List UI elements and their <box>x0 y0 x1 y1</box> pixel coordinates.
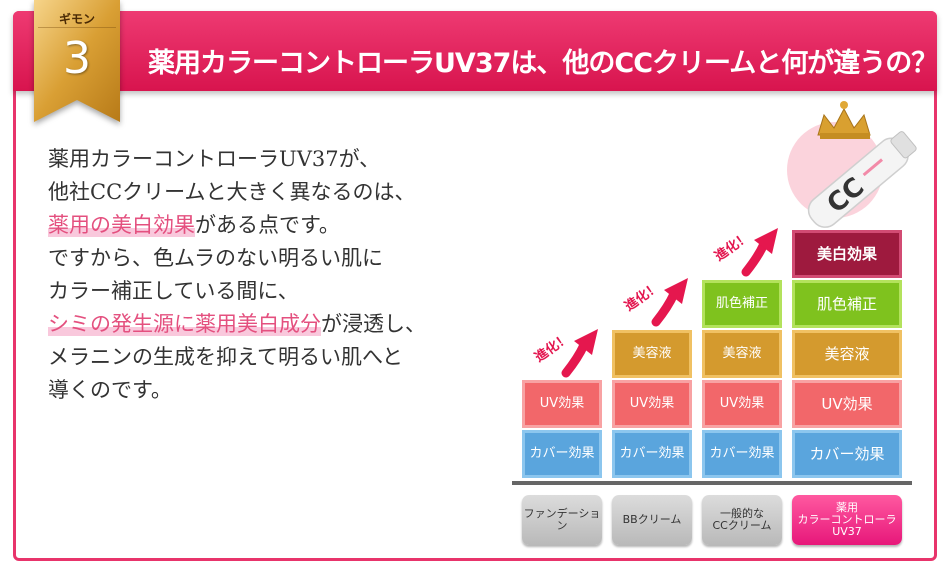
arrow-up-icon <box>651 278 688 327</box>
cover-block: カバー効果 <box>702 430 782 478</box>
skin-block: 肌色補正 <box>792 280 902 328</box>
evolution-arrow: 進化！ <box>528 313 608 383</box>
uv-block: UV効果 <box>522 380 602 428</box>
text-line: ですから、色ムラのない明るい肌に <box>48 246 383 270</box>
label-line: CCクリーム <box>712 519 772 532</box>
cover-block: カバー効果 <box>522 430 602 478</box>
description-text: 薬用カラーコントローラUV37が、 他社CCクリームと大きく異なるのは、 薬用の… <box>48 143 488 407</box>
badge-number: 3 <box>63 33 91 84</box>
label-line: 薬用 <box>836 501 858 514</box>
skin-block: 肌色補正 <box>702 280 782 328</box>
beauty-block: 美容液 <box>702 330 782 378</box>
label-line: カラーコントローラ <box>797 513 897 526</box>
label-foundation: ファンデーション <box>522 495 602 545</box>
arrow-up-icon <box>741 228 778 277</box>
page-title: 薬用カラーコントローラUV37は、他のCCクリームと何が違うの？ <box>148 48 938 79</box>
cover-block: カバー効果 <box>612 430 692 478</box>
badge-shape <box>34 0 120 122</box>
uv-block: UV効果 <box>702 380 782 428</box>
cover-block: カバー効果 <box>792 430 902 478</box>
content-frame <box>13 11 937 561</box>
highlight-text: 薬用の美白効果 <box>48 213 195 237</box>
evolution-arrow: 進化！ <box>618 262 698 332</box>
header-bar: 薬用カラーコントローラUV37は、他のCCクリームと何が違うの？ <box>13 11 938 91</box>
text-fragment: が浸透し、 <box>321 312 426 336</box>
text-line: 薬用カラーコントローラUV37が、 <box>48 147 381 171</box>
label-bb-cream: BBクリーム <box>612 495 692 545</box>
highlight-text: シミの発生源に薬用美白成分 <box>48 312 321 336</box>
crown-tube-icon: CC <box>787 101 917 228</box>
product-image: CC <box>780 95 930 235</box>
uv-block: UV効果 <box>612 380 692 428</box>
text-line: メラニンの生成を抑えて明るい肌へと <box>48 345 403 369</box>
arrow-up-icon <box>561 329 598 378</box>
beauty-block: 美容液 <box>612 330 692 378</box>
question-badge: ギモン 3 <box>34 0 120 122</box>
label-line: UV37 <box>832 525 862 538</box>
whitening-block: 美白効果 <box>792 230 902 278</box>
text-line: 導くのです。 <box>48 378 172 402</box>
text-line: 他社CCクリームと大きく異なるのは、 <box>48 180 416 204</box>
badge-label: ギモン <box>58 12 95 26</box>
uv-block: UV効果 <box>792 380 902 428</box>
text-fragment: がある点です。 <box>195 213 340 237</box>
evolution-arrow: 進化！ <box>708 212 788 282</box>
beauty-block: 美容液 <box>792 330 902 378</box>
label-line: 一般的な <box>720 507 764 520</box>
text-line: 薬用の美白効果がある点です。 <box>48 209 488 242</box>
text-line: シミの発生源に薬用美白成分が浸透し、 <box>48 308 488 341</box>
chart-baseline <box>512 481 912 485</box>
text-line: カラー補正している間に、 <box>48 279 299 303</box>
